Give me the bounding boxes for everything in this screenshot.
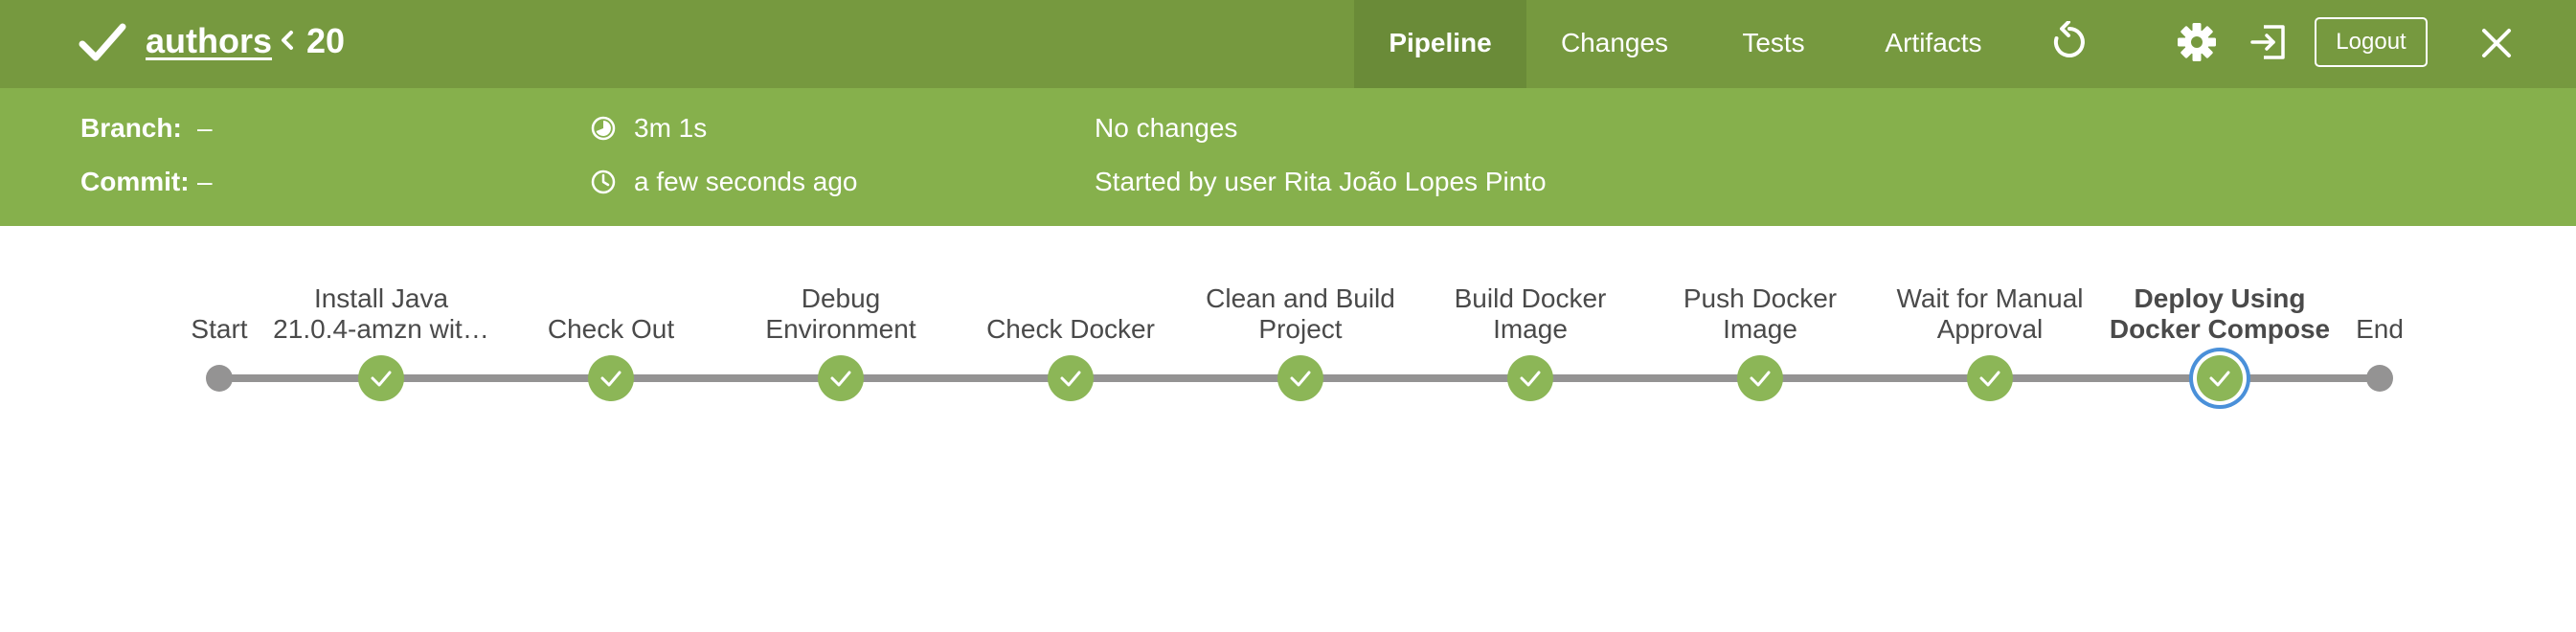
check-icon (1750, 371, 1771, 387)
check-icon (830, 371, 851, 387)
run-summary: Branch: – Commit: – 3m 1s a few seconds … (0, 88, 2576, 226)
run-cause: Started by user Rita João Lopes Pinto (1095, 167, 1547, 196)
logout-button[interactable]: Logout (2315, 17, 2428, 67)
end-node (2366, 365, 2393, 392)
check-icon (371, 371, 392, 387)
commit-value: – (197, 167, 213, 196)
stage-label-check-out[interactable]: Check Out (547, 314, 675, 344)
run-started-time: a few seconds ago (634, 167, 858, 196)
replay-icon[interactable] (2049, 21, 2090, 63)
gear-icon[interactable] (2176, 21, 2218, 63)
check-icon (600, 371, 621, 387)
tab-artifacts[interactable]: Artifacts (1885, 28, 1982, 57)
tab-pipeline[interactable]: Pipeline (1354, 0, 1526, 88)
branch-value: – (197, 113, 213, 143)
run-number: 20 (306, 21, 346, 60)
check-icon (79, 23, 126, 61)
check-icon (2209, 371, 2230, 387)
pipeline-name-link[interactable]: authors (146, 21, 273, 60)
stage-node-check-docker[interactable] (1048, 355, 1094, 401)
branch-label: Branch: (80, 113, 182, 143)
start-node (206, 365, 233, 392)
end-label: End (2356, 314, 2404, 344)
stage-node-deploy-docker-compose[interactable] (2197, 355, 2243, 401)
run-duration: 3m 1s (634, 113, 708, 143)
stage-label-check-docker[interactable]: Check Docker (986, 314, 1155, 344)
check-icon (1060, 371, 1081, 387)
tab-tests[interactable]: Tests (1742, 28, 1805, 57)
stage-node-push-docker-image[interactable] (1737, 355, 1783, 401)
exit-icon[interactable] (2248, 23, 2289, 61)
stage-node-check-out[interactable] (588, 355, 634, 401)
stage-node-clean-and-build[interactable] (1277, 355, 1323, 401)
stage-node-debug-environment[interactable] (818, 355, 864, 401)
tab-changes[interactable]: Changes (1560, 28, 1669, 57)
clock-icon (591, 169, 616, 194)
check-icon (1979, 371, 2000, 387)
check-icon (1290, 371, 1311, 387)
stage-node-build-docker-image[interactable] (1507, 355, 1553, 401)
top-header: authors 20 Pipeline Changes Tests Artifa… (0, 0, 2576, 88)
stage-node-install-java[interactable] (358, 355, 404, 401)
start-label: Start (191, 314, 248, 344)
duration-icon (591, 116, 616, 141)
commit-label: Commit: (80, 167, 190, 196)
chevron-left-icon (282, 31, 293, 50)
close-icon[interactable] (2480, 27, 2513, 59)
stage-node-wait-for-approval[interactable] (1967, 355, 2013, 401)
check-icon (1520, 371, 1541, 387)
changes-summary: No changes (1095, 113, 1238, 143)
